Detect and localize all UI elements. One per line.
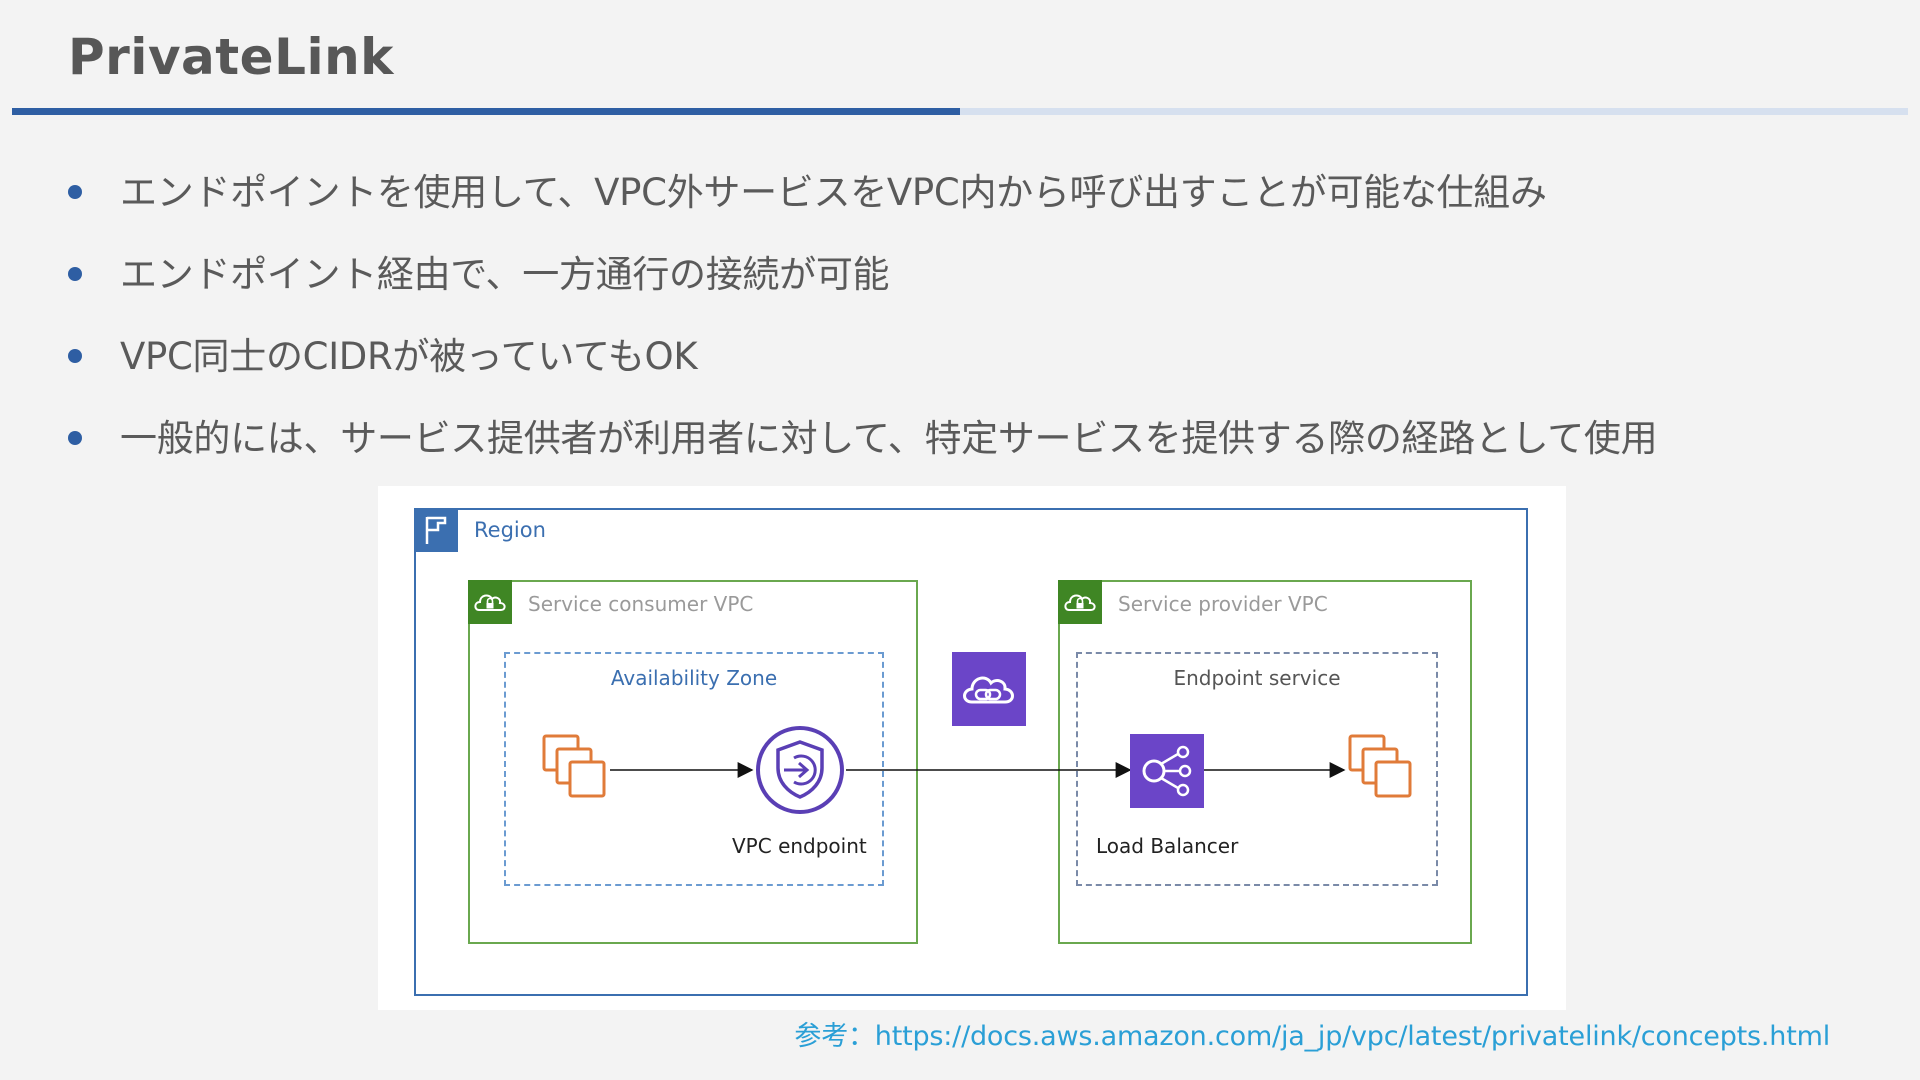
vpc-cloud-lock-icon [1058,580,1102,624]
endpoint-service-box: Endpoint service [1076,652,1438,886]
bullet-item: VPC同士のCIDRが被っていてもOK [68,312,1657,394]
region-label: Region [474,518,546,542]
vpc-endpoint-label: VPC endpoint [732,834,867,858]
bullet-dot-icon [68,349,82,363]
title-rule-accent [12,108,960,115]
endpoint-service-label: Endpoint service [1173,666,1341,690]
bullet-dot-icon [68,431,82,445]
bullet-item: エンドポイント経由で、一方通行の接続が可能 [68,230,1657,312]
load-balancer-icon [1130,734,1204,812]
availability-zone-box: Availability Zone [504,652,884,886]
ec2-instances-icon [1346,732,1422,812]
load-balancer-label: Load Balancer [1096,834,1239,858]
bullet-text: 一般的には、サービス提供者が利用者に対して、特定サービスを提供する際の経路として… [120,417,1658,460]
reference-link[interactable]: 参考：https://docs.aws.amazon.com/ja_jp/vpc… [794,1021,1830,1052]
provider-vpc-label: Service provider VPC [1118,592,1328,616]
ec2-instances-icon [540,732,616,812]
consumer-vpc-label: Service consumer VPC [528,592,754,616]
region-flag-icon [414,508,458,552]
connection-arrows [610,762,1346,778]
bullet-list: エンドポイントを使用して、VPC外サービスをVPC内から呼び出すことが可能な仕組… [68,148,1658,476]
bullet-item: エンドポイントを使用して、VPC外サービスをVPC内から呼び出すことが可能な仕組… [68,148,1657,230]
bullet-dot-icon [68,267,82,281]
privatelink-icon [952,652,1026,730]
availability-zone-label: Availability Zone [610,666,778,690]
bullet-item: 一般的には、サービス提供者が利用者に対して、特定サービスを提供する際の経路として… [68,394,1658,476]
slide-title: PrivateLink [68,28,394,86]
bullet-text: エンドポイント経由で、一方通行の接続が可能 [120,253,890,296]
bullet-dot-icon [68,185,82,199]
vpc-endpoint-icon [754,724,846,820]
privatelink-diagram: Region Service consumer VPC Availability… [378,486,1566,1010]
vpc-cloud-lock-icon [468,580,512,624]
bullet-text: VPC同士のCIDRが被っていてもOK [120,335,698,378]
title-rule-light [12,108,1908,115]
bullet-text: エンドポイントを使用して、VPC外サービスをVPC内から呼び出すことが可能な仕組… [120,171,1547,214]
